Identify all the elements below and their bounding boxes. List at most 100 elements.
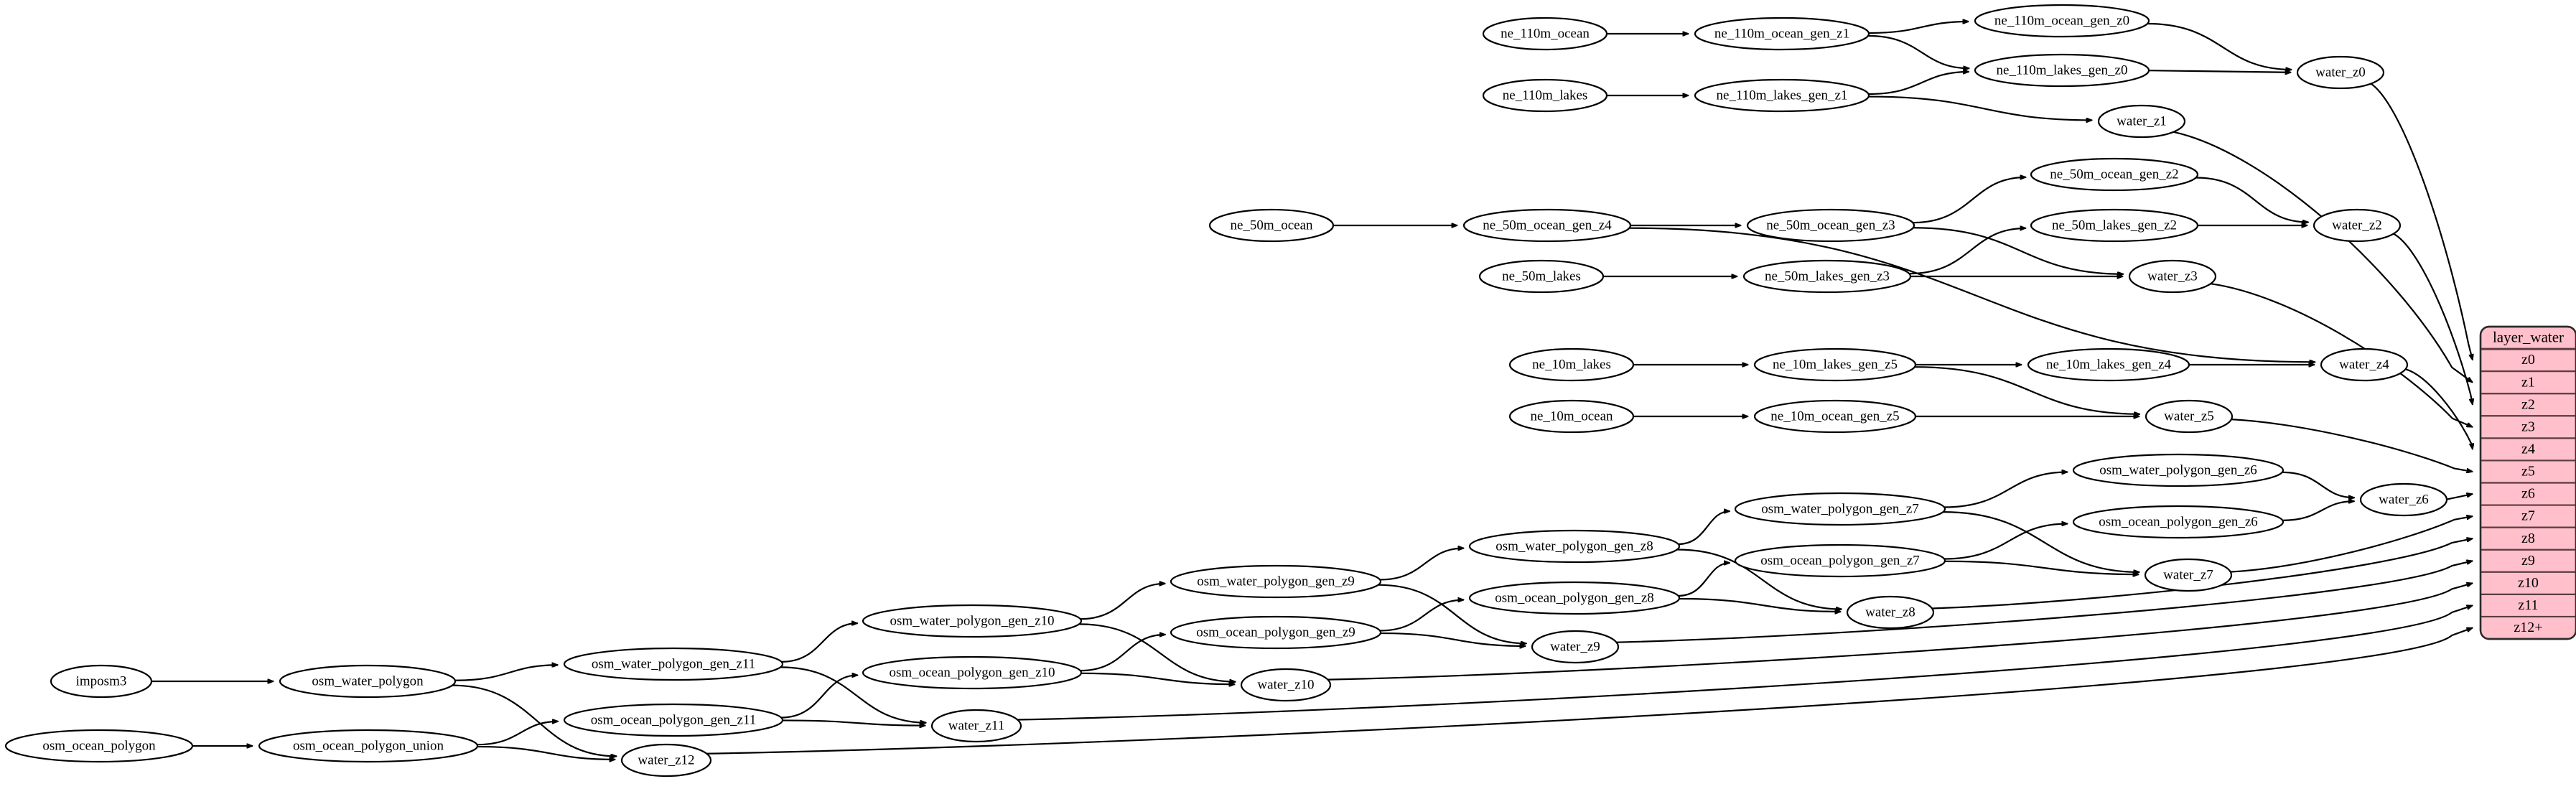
graph-node[interactable]: water_z0 [2296,55,2385,90]
table-row[interactable]: z4 [2481,438,2576,460]
graph-node[interactable]: osm_ocean_polygon_gen_z9 [1170,615,1382,650]
graph-node[interactable]: water_z4 [2320,347,2409,382]
node-ellipse [2313,208,2402,243]
table-row[interactable]: z6 [2481,483,2576,505]
graph-node[interactable]: osm_water_polygon_gen_z10 [862,604,1083,638]
graph-node[interactable]: osm_ocean_polygon_gen_z7 [1734,543,1946,578]
graph-node[interactable]: osm_ocean_polygon [4,729,194,763]
graph-node[interactable]: ne_10m_ocean [1508,399,1635,434]
graph-edge [1678,511,1730,546]
graph-node[interactable]: osm_water_polygon_gen_z9 [1170,564,1382,599]
graph-node[interactable]: water_z9 [1531,630,1620,664]
graph-edge [1078,623,1236,681]
table-row-label: z2 [2521,396,2535,412]
graph-node[interactable]: osm_ocean_polygon_gen_z6 [2072,505,2285,539]
graph-node[interactable]: ne_50m_lakes_gen_z3 [1742,259,1912,294]
node-label: ne_110m_lakes [1503,88,1588,103]
table-row[interactable]: z3 [2481,416,2576,438]
node-label: osm_water_polygon_gen_z9 [1197,574,1355,589]
table-row-label: z1 [2521,374,2535,390]
graph-node[interactable]: ne_50m_ocean_gen_z3 [1746,208,1915,243]
graph-node[interactable]: ne_110m_ocean [1482,17,1608,51]
node-ellipse [1734,543,1946,578]
graph-node[interactable]: ne_10m_lakes_gen_z5 [1753,347,1917,382]
graph-node[interactable]: ne_10m_lakes [1508,347,1635,382]
table-row[interactable]: z7 [2481,505,2576,528]
graph-node[interactable]: water_z5 [2145,399,2234,434]
graph-node[interactable]: ne_10m_lakes_gen_z4 [2027,347,2190,382]
graph-node[interactable]: water_z12 [620,743,712,778]
node-ellipse [2030,157,2199,192]
table-row[interactable]: z9 [2481,550,2576,572]
graph-edge [1327,583,2473,681]
graph-edge [1944,472,2068,508]
graph-node[interactable]: water_z2 [2313,208,2402,243]
graph-node[interactable]: ne_50m_lakes [1478,259,1605,294]
graph-node[interactable]: osm_ocean_polygon_gen_z8 [1468,581,1681,615]
graph-node[interactable]: water_z6 [2359,482,2448,517]
graph-node[interactable]: ne_50m_ocean_gen_z4 [1462,208,1632,243]
table-row-label: z7 [2521,508,2535,524]
graph-node[interactable]: osm_water_polygon_gen_z7 [1734,492,1946,526]
graph-node[interactable]: water_z8 [1846,595,1935,630]
graph-edge [2231,419,2473,472]
node-ellipse [1531,630,1620,664]
graph-edge [1944,560,2139,574]
graph-edge [2147,22,2292,70]
node-ellipse [2320,347,2409,382]
table-row[interactable]: z1 [2481,371,2576,393]
graph-edge [1913,227,2124,274]
graph-node[interactable]: water_z11 [930,709,1022,743]
table-row[interactable]: z5 [2481,460,2576,482]
graph-node[interactable]: water_z10 [1240,668,1332,702]
graph-edge [2210,283,2473,428]
table-row[interactable]: z0 [2481,349,2576,371]
graph-edge [1868,72,1969,95]
graph-edge [1380,632,1526,646]
node-label: ne_50m_ocean_gen_z2 [2050,167,2178,182]
table-row[interactable]: z11 [2481,594,2576,617]
graph-edge [1932,538,2473,610]
edges-layer [151,22,2473,760]
graph-node[interactable]: ne_50m_ocean [1208,208,1335,243]
table-row-label: z4 [2521,441,2535,457]
node-ellipse [4,729,194,763]
graph-edge [1867,34,1969,68]
node-ellipse [2097,104,2186,139]
node-ellipse [1478,259,1605,294]
graph-node[interactable]: water_z3 [2128,259,2217,294]
graph-node[interactable]: osm_water_polygon_gen_z6 [2072,453,2285,487]
graph-node[interactable]: osm_ocean_polygon_union [258,729,479,763]
table-row[interactable]: z8 [2481,528,2576,550]
graph-node[interactable]: osm_water_polygon_gen_z11 [563,647,784,681]
table-row-label: z3 [2521,419,2535,434]
node-label: water_z3 [2147,269,2198,284]
node-label: ne_110m_ocean [1501,26,1590,41]
graph-node[interactable]: ne_110m_lakes_gen_z0 [1974,53,2150,88]
node-ellipse [1468,529,1681,564]
graph-node[interactable]: osm_water_polygon_gen_z8 [1468,529,1681,564]
table-row[interactable]: z12+ [2481,617,2576,639]
graph-node[interactable]: ne_50m_lakes_gen_z2 [2030,208,2199,243]
graph-edge [2446,494,2473,500]
table-row[interactable]: z2 [2481,393,2576,416]
graph-node[interactable]: ne_110m_lakes_gen_z1 [1694,78,1870,113]
graph-node[interactable]: ne_110m_ocean_gen_z0 [1974,4,2150,38]
node-ellipse [2144,558,2233,592]
table-row[interactable]: z10 [2481,572,2576,594]
graph-node[interactable]: ne_110m_ocean_gen_z1 [1694,17,1870,51]
table-row-label: z6 [2521,486,2535,502]
graph-node[interactable]: ne_10m_ocean_gen_z5 [1753,399,1917,434]
graph-node[interactable]: osm_water_polygon [279,664,457,699]
graph-node[interactable]: water_z7 [2144,558,2233,592]
layer-water-table-group[interactable]: layer_waterz0z1z2z3z4z5z6z7z8z9z10z11z12… [2479,325,2576,640]
graph-node[interactable]: ne_50m_ocean_gen_z2 [2030,157,2199,192]
node-label: ne_110m_lakes_gen_z1 [1717,88,1848,103]
graph-node[interactable]: osm_ocean_polygon_gen_z11 [563,703,784,737]
graph-node[interactable]: imposm3 [50,664,153,699]
graph-node[interactable]: water_z1 [2097,104,2186,139]
graph-node[interactable]: osm_ocean_polygon_gen_z10 [862,655,1083,690]
graph-node[interactable]: ne_110m_lakes [1482,78,1608,113]
graph-edge [2195,177,2309,223]
